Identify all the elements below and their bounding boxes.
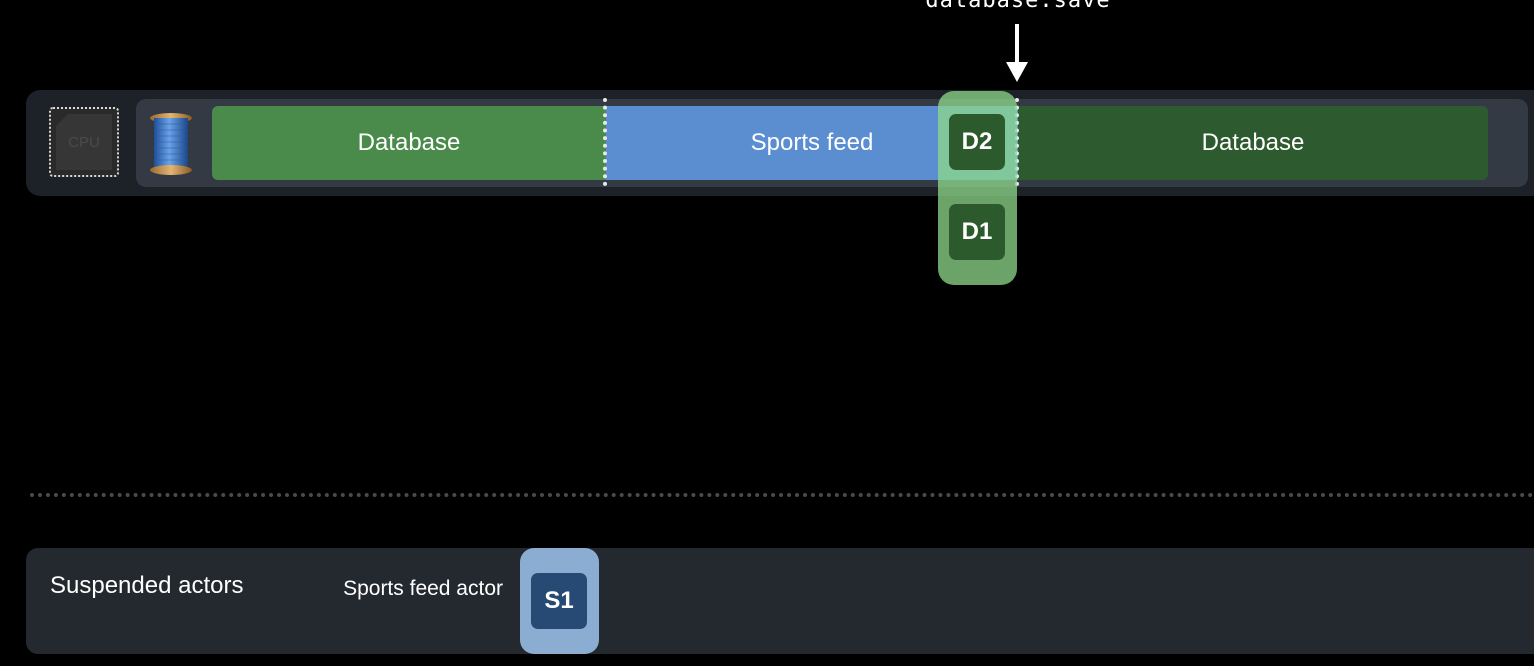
suspended-actors-panel — [26, 548, 1534, 654]
section-separator — [30, 493, 1534, 497]
segment-label: Database — [1201, 129, 1305, 156]
arrow-head-icon — [1006, 62, 1028, 82]
segment-database-second: Database — [1018, 106, 1488, 180]
context-switch-divider — [603, 98, 607, 186]
job-label: S1 — [544, 587, 574, 614]
cpu-label: CPU — [68, 133, 100, 151]
suspended-actors-title: Suspended actors — [50, 572, 244, 599]
job-d1: D1 — [949, 204, 1005, 260]
context-switch-divider — [1015, 98, 1019, 186]
thread-spool-icon — [150, 113, 192, 175]
segment-label: Database — [357, 129, 461, 156]
segment-label: Sports feed — [750, 129, 874, 156]
sports-feed-actor-label: Sports feed actor — [343, 577, 503, 600]
job-label: D2 — [961, 128, 993, 155]
arrow-down-icon — [1015, 24, 1019, 64]
cpu-chip-die: CPU — [56, 114, 112, 170]
job-d2: D2 — [949, 114, 1005, 170]
database-save-annotation: database.save — [925, 0, 1111, 13]
job-s1: S1 — [531, 573, 587, 629]
job-label: D1 — [961, 218, 993, 245]
cpu-chip-icon: CPU — [49, 107, 119, 177]
segment-database-first: Database — [212, 106, 606, 180]
